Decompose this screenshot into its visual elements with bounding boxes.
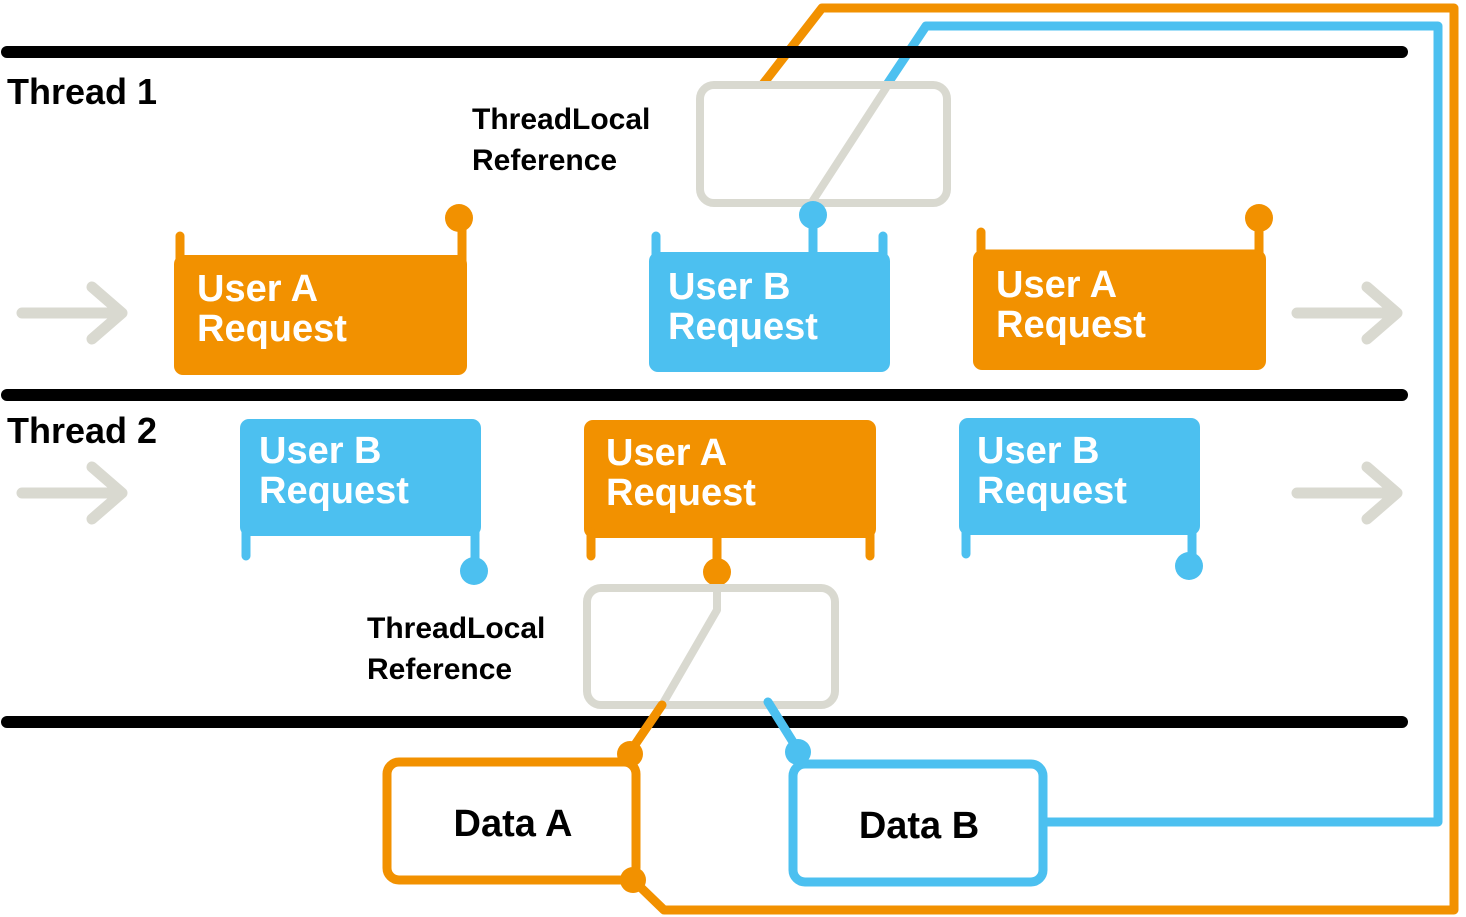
data-b-label: Data B [859,805,979,847]
flow-arrow-icon [16,461,128,525]
thread-2-request-user-b-first: User B Request [240,419,488,585]
connector-dot-icon [1245,204,1273,232]
thread-2-label: Thread 2 [7,410,157,451]
request-user-label: User A [197,268,318,310]
request-word-label: Request [606,472,756,514]
data-a-label: Data A [454,803,573,845]
request-user-label: User B [259,430,382,472]
data-b-box: Data B [785,739,1048,887]
thread-2-request-user-b-second: User B Request [959,418,1203,580]
thread-2-threadlocal-label-line1: ThreadLocal [367,612,545,645]
request-user-label: User B [668,266,791,308]
thread-1-request-user-a-second: User A Request [973,204,1273,370]
thread-1-threadlocal-link [808,84,890,206]
thread-2-request-user-a: User A Request [584,420,876,586]
thread-1-request-user-b: User B Request [649,201,890,372]
request-word-label: Request [996,304,1146,346]
thread-1-threadlocal-label-line2: Reference [472,144,617,177]
connector-dot-icon [785,739,811,765]
request-word-label: Request [977,470,1127,512]
connector-dot-icon [703,558,731,586]
connector-dot-icon [445,204,473,232]
connector-dot-icon [617,741,643,767]
data-a-box: Data A [382,741,646,893]
request-word-label: Request [259,470,409,512]
flow-arrow-icon [1291,281,1403,345]
request-user-label: User A [606,432,727,474]
connector-dot-icon [460,557,488,585]
wire-data-a-outer [629,3,1459,915]
connector-dot-icon [799,201,827,229]
thread-1-request-user-a-first: User A Request [174,204,473,375]
connector-dot-icon [620,867,646,893]
request-word-label: Request [668,306,818,348]
thread-1-threadlocal-box [696,81,951,207]
flow-arrow-icon [16,281,128,345]
thread-2-threadlocal-box [583,584,839,709]
request-user-label: User A [996,264,1117,306]
request-word-label: Request [197,308,347,350]
thread-1-threadlocal-label-line1: ThreadLocal [472,103,650,136]
request-user-label: User B [977,430,1100,472]
thread-2-threadlocal-label-line2: Reference [367,653,512,686]
thread-2-threadlocal-link-diagonal [658,606,721,709]
connector-dot-icon [1175,552,1203,580]
thread-1-label: Thread 1 [7,71,157,112]
flow-arrow-icon [1291,461,1403,525]
